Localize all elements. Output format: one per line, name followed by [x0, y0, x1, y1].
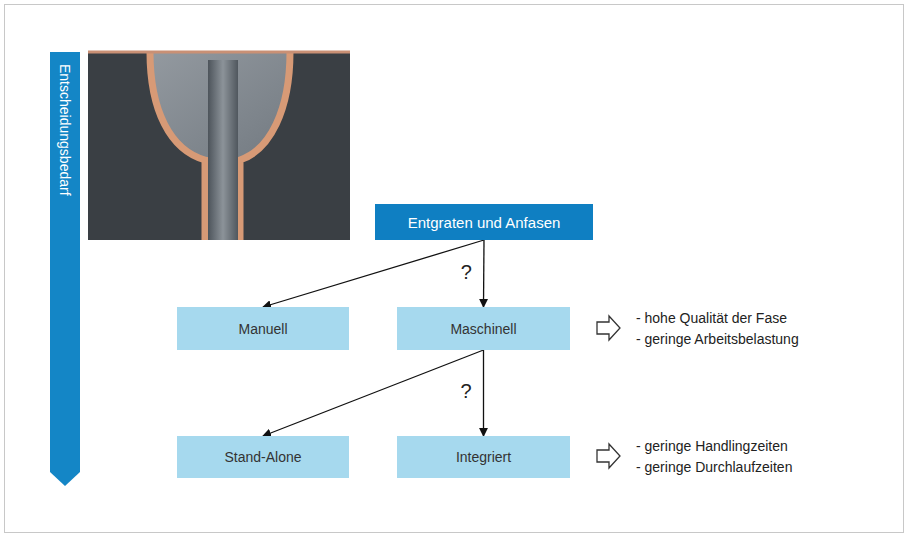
option-box: Maschinell — [397, 307, 570, 350]
chamfer-edge — [150, 52, 205, 240]
tooth-slot — [208, 60, 238, 240]
box-label: Entgraten und Anfasen — [408, 214, 561, 231]
box-label: Manuell — [238, 321, 287, 337]
question-mark: ? — [458, 380, 473, 402]
box-label: Maschinell — [450, 321, 516, 337]
option-box: Stand-Alone — [177, 436, 349, 478]
process-box: Entgraten und Anfasen — [375, 204, 593, 240]
box-label: Stand-Alone — [224, 449, 301, 465]
question-mark: ? — [459, 261, 474, 283]
connector-arrow — [263, 240, 484, 307]
gear-gap — [240, 52, 350, 240]
chamfer-edge — [240, 52, 290, 240]
connector-arrow — [483, 240, 485, 307]
decision-arrow-band: Entscheidungsbedarf — [48, 52, 82, 486]
option-box: Integriert — [397, 436, 570, 478]
benefit-note: - geringe Arbeitsbelastung — [636, 331, 799, 347]
connector-arrow — [263, 350, 484, 436]
benefit-note: - geringe Handlingzeiten — [636, 438, 788, 454]
gear-photo — [88, 52, 350, 240]
band-label: Entscheidungsbedarf — [57, 64, 73, 196]
hollow-arrow — [597, 444, 620, 468]
benefit-note: - geringe Durchlaufzeiten — [636, 459, 792, 475]
gear-gap — [88, 52, 205, 240]
chamfer-edge — [88, 51, 350, 54]
arrow-shape — [50, 52, 80, 486]
hollow-arrow — [597, 316, 620, 340]
photo-ground — [88, 52, 350, 240]
connector-arrow — [483, 350, 484, 436]
option-box: Manuell — [177, 307, 349, 350]
benefit-note: - hohe Qualität der Fase — [636, 310, 787, 326]
box-label: Integriert — [456, 449, 511, 465]
